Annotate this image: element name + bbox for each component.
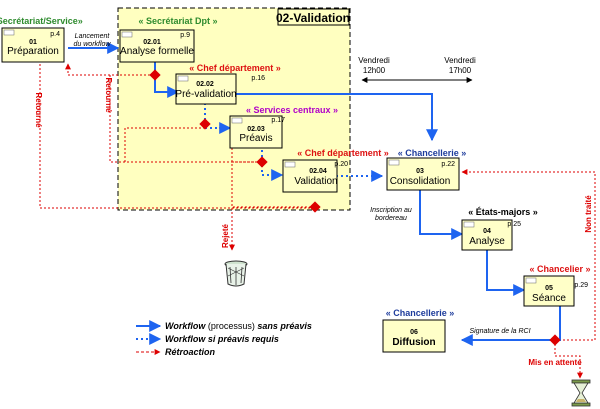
task-06-label: Diffusion — [392, 337, 435, 348]
task-01: p.4 01 Préparation — [1, 27, 65, 63]
task-04: p.25 04 Analyse — [461, 219, 521, 251]
decision-diamond-3 — [256, 156, 268, 168]
task-05: p.29 05 Séance — [523, 275, 588, 307]
task-04-page: p.25 — [507, 221, 521, 228]
legend-feedback-text: Rétroaction — [165, 347, 216, 357]
role-secretariat-service: « Secrétariat/Service» — [0, 16, 83, 26]
task-02-03-page: p.17 — [271, 117, 285, 124]
task-02-04: p.20 02.04 Validation — [282, 159, 348, 193]
inscription-label-1: Inscription au — [370, 207, 412, 214]
task-02-03-label: Préavis — [239, 133, 272, 144]
role-chancellerie-2: « Chancellerie » — [386, 308, 455, 318]
decision-diamonds — [149, 69, 561, 346]
task-04-id: 04 — [483, 228, 491, 235]
legend-dotted-text: Workflow si préavis requis — [165, 334, 279, 344]
hourglass-icon — [571, 379, 591, 407]
non-traite-label: Non traité — [584, 195, 593, 233]
task-04-label: Analyse — [469, 236, 505, 247]
task-02-04-label: Validation — [294, 176, 337, 187]
vendredi-label-1: Vendredi — [358, 56, 390, 65]
role-chancellerie-1: « Chancellerie » — [398, 148, 467, 158]
task-01-label: Préparation — [7, 46, 59, 57]
lancement-label-1: Lancement — [75, 33, 111, 40]
task-03-page: p.22 — [441, 161, 455, 168]
vendredi-label-2: Vendredi — [444, 56, 476, 65]
validation-zone-title-box — [277, 8, 350, 26]
rejete-label: Rejeté — [221, 223, 230, 248]
decision-diamond-5 — [549, 334, 561, 346]
task-03-label: Consolidation — [390, 176, 451, 187]
task-02-02-label: Pré-validation — [175, 89, 236, 100]
task-03-id: 03 — [416, 168, 424, 175]
task-01-id: 01 — [29, 39, 37, 46]
task-02-04-page: p.20 — [334, 161, 348, 168]
role-etats-majors: « États-majors » — [468, 207, 538, 217]
retourne-label-2: Retourné — [104, 77, 113, 113]
trash-icon — [224, 260, 248, 287]
inscription-label-2: bordereau — [375, 215, 407, 222]
role-chancelier: « Chancelier » — [529, 264, 590, 274]
task-02-04-id: 02.04 — [309, 168, 327, 175]
task-02-02: p.16 02.02 Pré-validation — [175, 73, 265, 105]
role-secretariat-dpt: « Secrétariat Dpt » — [138, 16, 217, 26]
lancement-label-2: du workflow — [74, 41, 112, 48]
heure-label-1: 12h00 — [363, 66, 386, 75]
legend-solid-processus: (processus) — [205, 321, 257, 331]
task-03: p.22 03 Consolidation — [386, 157, 460, 191]
task-02-03-id: 02.03 — [247, 126, 265, 133]
task-02-02-id: 02.02 — [196, 81, 214, 88]
task-05-id: 05 — [545, 285, 553, 292]
legend: Workflow (processus) sans préavis Workfl… — [136, 320, 312, 357]
task-02-01-label: Analyse formelle — [120, 46, 194, 57]
legend-solid-text: Workflow (processus) sans préavis — [165, 321, 312, 331]
retourne-label-1: Retourné — [34, 92, 43, 128]
role-chef-dept-1: « Chef département » — [189, 63, 281, 73]
legend-solid-workflow: Workflow — [165, 321, 206, 331]
task-02-01: p.9 02.01 Analyse formelle — [119, 29, 195, 63]
task-01-page: p.4 — [50, 31, 60, 38]
mis-en-attente-label: Mis en attente — [528, 358, 582, 367]
task-02-01-id: 02.01 — [143, 39, 161, 46]
task-05-page: p.29 — [574, 282, 588, 289]
legend-solid-sans-preavis: sans préavis — [257, 321, 312, 331]
task-06-id: 06 — [410, 329, 418, 336]
signature-label: Signature de la RCI — [469, 328, 530, 335]
task-05-label: Séance — [532, 293, 566, 304]
heure-label-2: 17h00 — [449, 66, 472, 75]
role-services-centraux: « Services centraux » — [246, 105, 338, 115]
role-chef-dept-2: « Chef département » — [297, 148, 389, 158]
task-02-03: p.17 02.03 Préavis — [229, 115, 285, 149]
task-02-02-page: p.16 — [251, 75, 265, 82]
task-06: 06 Diffusion — [382, 319, 446, 353]
task-02-01-page: p.9 — [180, 32, 190, 39]
validation-zone-title: 02-Validation — [276, 11, 350, 25]
decision-diamond-4 — [309, 201, 321, 213]
